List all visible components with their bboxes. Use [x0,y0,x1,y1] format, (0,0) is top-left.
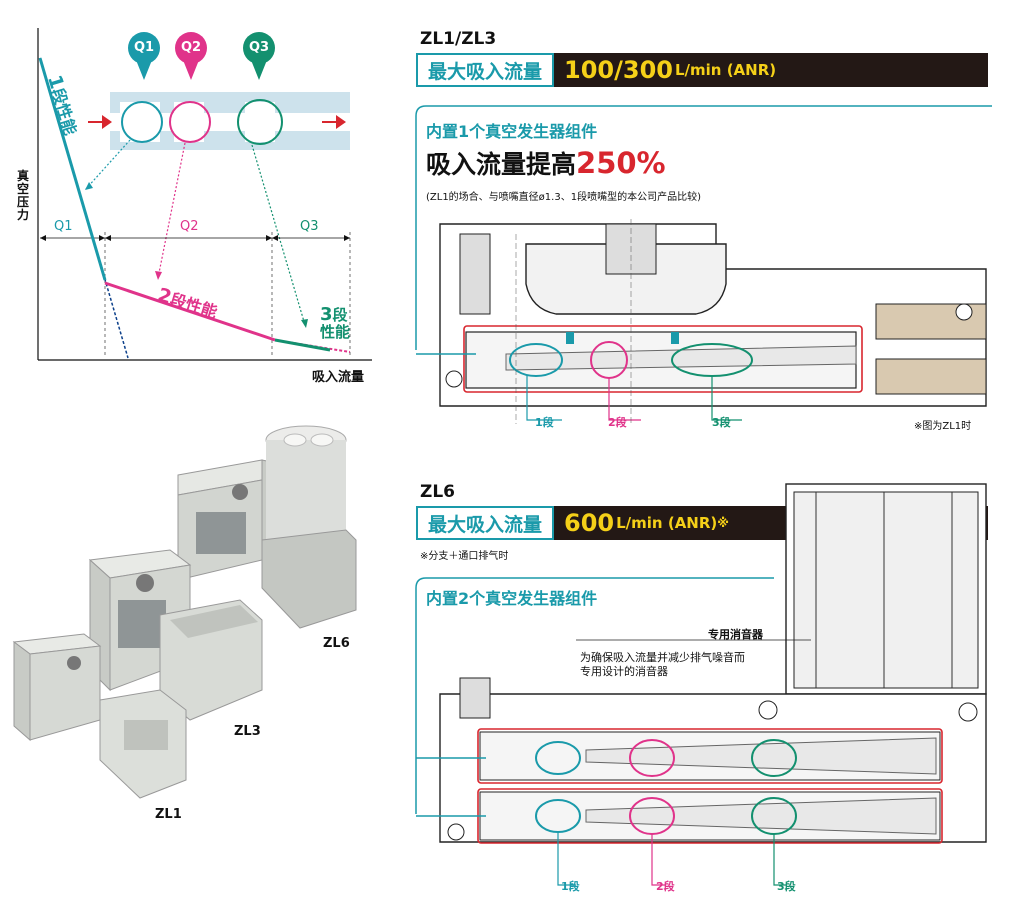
zl13-model-title: ZL1/ZL3 [420,29,497,49]
zl13-figure-footnote: ※图为ZL1时 [914,421,972,432]
zl6-section-frame [415,577,774,814]
zl6-bar-label: 最大吸入流量 [416,506,555,540]
zl13-comparison-note: (ZL1的场合、与喷嘴直径ø1.3、1段喷嘴型的本公司产品比较) [426,192,701,203]
stage2-curve [104,281,276,342]
q1-bubble [128,32,160,80]
q3-bubble-label: Q3 [248,40,270,55]
zl1-stage1-label: 1段 [535,416,554,429]
stage1-curve [38,57,107,281]
stage3-performance-label: 3段性能 [320,304,351,341]
zl6-cross-section [416,483,987,886]
stage3-curve [274,338,331,352]
q2-bubble-label: Q2 [180,40,202,55]
zl6-model-title: ZL6 [420,482,455,502]
y-axis-label: 真空压力 [17,169,30,222]
zl13-box-title: 内置1个真空发生器组件 [426,122,598,141]
zl6-stage1-label: 1段 [561,880,580,893]
inflow-arrow-icon [88,115,112,129]
q1-bubble-label: Q1 [133,40,155,55]
zl13-headline: 吸入流量提高250% [426,146,666,180]
product-illustration [12,425,357,799]
silencer-description: 为确保吸入流量并减少排气噪音而专用设计的消音器 [580,651,745,678]
q1-circle [121,101,163,143]
q2-bubble [175,32,207,80]
zl3-product-image [88,549,263,721]
zl6-box-title: 内置2个真空发生器组件 [426,589,598,608]
zl6-footnote: ※分支＋通口排气时 [420,551,509,562]
silencer-label: 专用消音器 [708,628,763,641]
q3-circle [237,99,283,145]
zl6-product-label: ZL6 [323,636,350,651]
outflow-arrow-icon [322,115,346,129]
q3-bubble [243,32,275,80]
performance-graph [37,28,372,361]
zl6-stage3-label: 3段 [777,880,796,893]
x-axis-label: 吸入流量 [312,370,365,385]
q2-circle [169,101,211,143]
zl1-stage3-label: 3段 [712,416,731,429]
zl1-stage2-label: 2段 [608,416,627,429]
q1-range-label: Q1 [54,219,73,234]
zl1-cross-section [416,219,987,424]
zl6-stage2-label: 2段 [656,880,675,893]
q3-range-label: Q3 [300,219,319,234]
zl3-product-label: ZL3 [234,724,261,739]
q2-range-label: Q2 [180,219,199,234]
zl13-bar-label: 最大吸入流量 [416,53,555,87]
zl13-section-frame [415,105,992,350]
zl1-product-image [12,633,187,799]
zl1-product-label: ZL1 [155,807,182,822]
zl6-product-image [177,425,357,629]
